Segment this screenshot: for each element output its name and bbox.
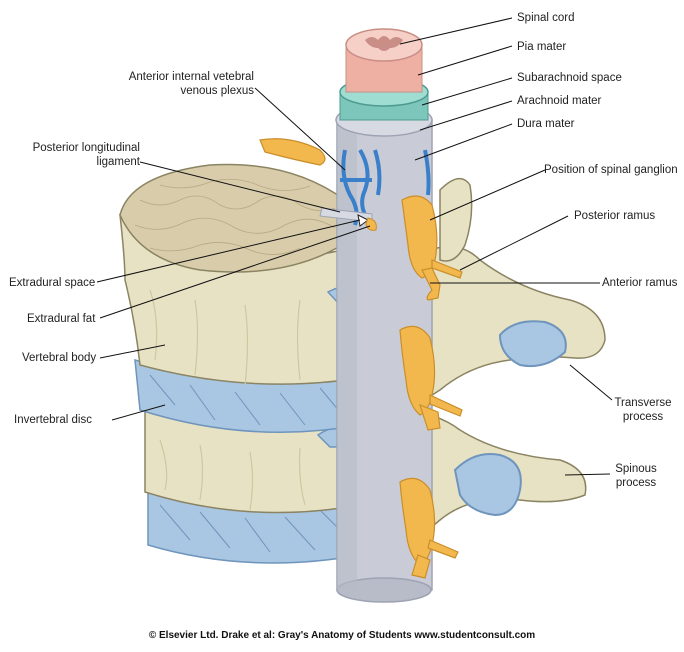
label-anterior-ramus: Anterior ramus xyxy=(602,277,678,289)
label-spinous-process-line2: process xyxy=(615,477,657,489)
label-transverse-process-line1: Transverse xyxy=(614,397,672,409)
copyright-credit: © Elsevier Ltd. Drake et al: Gray's Anat… xyxy=(148,630,536,641)
label-posterior-longitudinal-ligament: Posterior longitudinal ligament xyxy=(20,141,140,169)
label-posterior-ramus: Posterior ramus xyxy=(574,210,656,222)
label-pia-mater: Pia mater xyxy=(517,41,567,53)
label-position-of-spinal-ganglion: Position of spinal ganglion xyxy=(544,164,678,176)
label-anterior-internal-venous-plexus: Anterior internal vetebral venous plexus xyxy=(112,70,254,98)
label-spinous-process-line1: Spinous xyxy=(615,463,657,475)
label-pll-line2: ligament xyxy=(96,156,140,168)
label-transverse-process-line2: process xyxy=(622,411,664,423)
label-intervertebral-disc: Invertebral disc xyxy=(14,414,92,426)
spinal-cord-grey-matter xyxy=(365,36,403,51)
superior-articular-process xyxy=(439,177,473,262)
label-pll-line1: Posterior longitudinal xyxy=(32,142,140,154)
label-spinal-cord: Spinal cord xyxy=(517,12,575,24)
label-transverse-process: Transverse process xyxy=(612,396,674,424)
lower-spinous-process xyxy=(453,453,522,517)
leader-lines xyxy=(96,17,613,476)
label-extradural-fat: Extradural fat xyxy=(27,313,96,325)
label-subarachnoid-space: Subarachnoid space xyxy=(517,72,622,84)
upper-transverse-process-facet xyxy=(498,320,567,368)
nerves xyxy=(259,138,463,579)
label-vertebral-body: Vertebral body xyxy=(22,352,97,364)
label-arachnoid-mater: Arachnoid mater xyxy=(517,95,602,107)
label-spinous-process: Spinous process xyxy=(608,462,664,490)
label-venous-plexus-line1: Anterior internal vetebral xyxy=(128,71,254,83)
label-dura-mater: Dura mater xyxy=(517,118,575,130)
label-extradural-space: Extradural space xyxy=(9,277,96,289)
label-venous-plexus-line2: venous plexus xyxy=(180,85,254,97)
